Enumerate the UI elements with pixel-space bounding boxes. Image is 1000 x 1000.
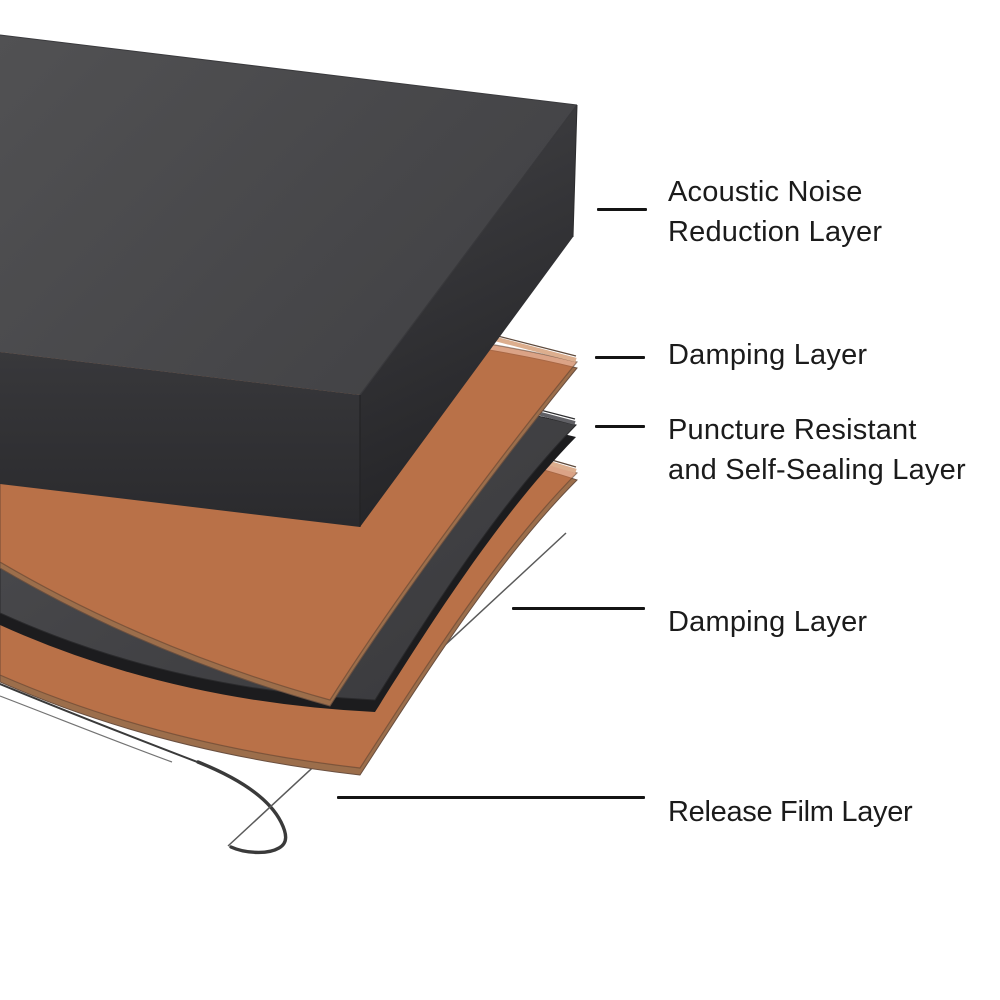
- label-damping-layer-2: Damping Layer: [668, 602, 867, 642]
- acoustic-noise-reduction-block: [0, 34, 578, 527]
- label-line: Reduction Layer: [668, 216, 883, 248]
- label-damping-layer-1: Damping Layer: [668, 335, 867, 375]
- label-puncture-resistant-layer: Puncture Resistant and Self-Sealing Laye…: [668, 410, 966, 490]
- label-line: Damping Layer: [668, 339, 868, 371]
- leader-line-puncture: [595, 425, 645, 428]
- leader-line-damping-2: [512, 607, 645, 610]
- label-line: Acoustic Noise: [668, 176, 863, 208]
- leader-line-acoustic: [597, 208, 647, 211]
- label-acoustic-noise-reduction-layer: Acoustic Noise Reduction Layer: [668, 172, 882, 252]
- label-line: Release Film Layer: [668, 796, 913, 828]
- label-line: Puncture Resistant: [668, 414, 917, 446]
- leader-line-damping-1: [595, 356, 645, 359]
- label-release-film-layer: Release Film Layer: [668, 792, 913, 832]
- film-curled-corner: [196, 760, 288, 855]
- leader-line-release-film: [337, 796, 645, 799]
- label-line: and Self-Sealing Layer: [668, 454, 966, 486]
- label-line: Damping Layer: [668, 606, 868, 638]
